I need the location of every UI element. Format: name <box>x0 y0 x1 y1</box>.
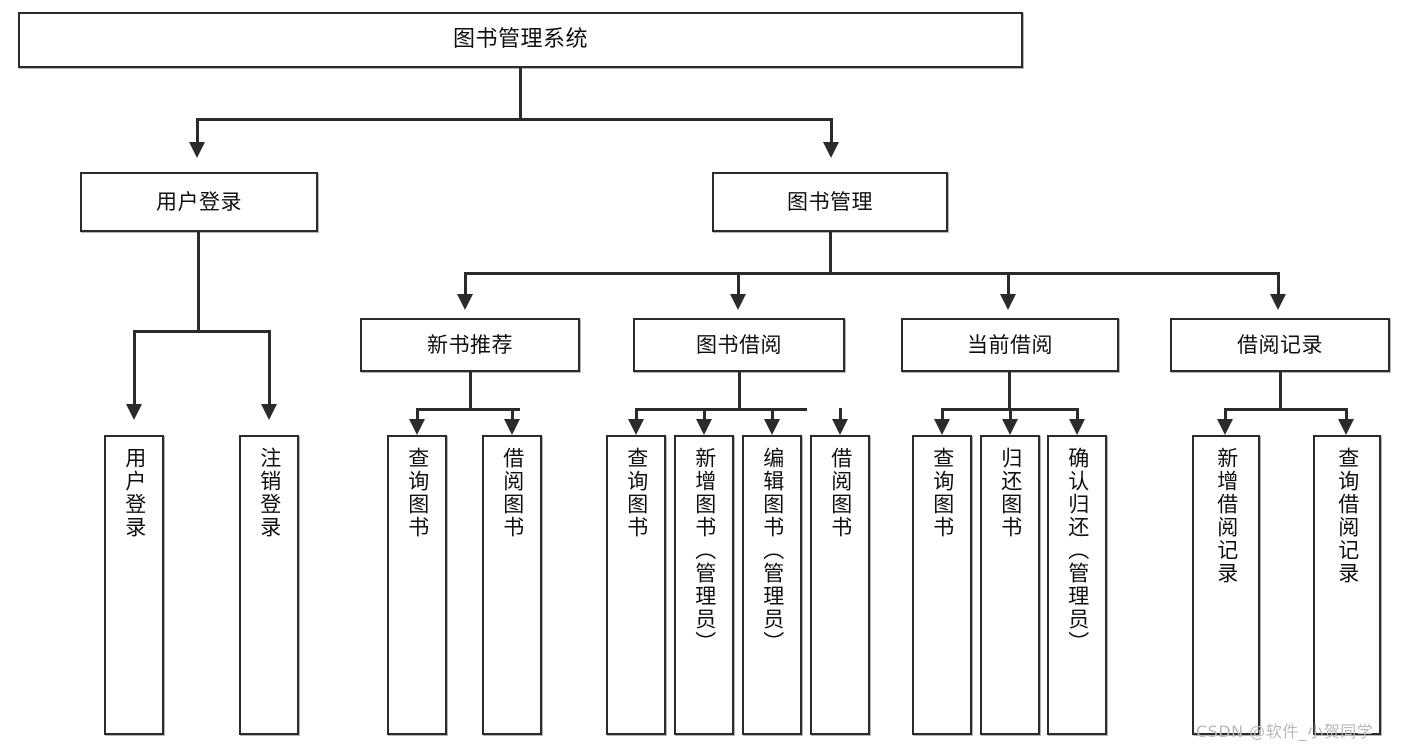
connector-bb-child-4 <box>839 408 842 422</box>
connector-nbr-child-2 <box>511 408 514 422</box>
arrowhead-leaf-add-book <box>696 419 712 435</box>
arrowhead-leaf-confirm-return <box>1069 419 1085 435</box>
arrowhead-leaf-query-book-3 <box>934 419 950 435</box>
connector-cb-child-3 <box>1076 408 1079 422</box>
leaf-add-book[interactable]: 新增图书（管理员） <box>674 435 734 735</box>
connector-current-borrow-trunk <box>1008 372 1011 410</box>
leaf-borrow-book-1[interactable]: 借阅图书 <box>482 435 542 735</box>
node-label: 当前借阅 <box>967 332 1053 357</box>
node-borrow-record[interactable]: 借阅记录 <box>1170 318 1390 372</box>
leaf-query-record[interactable]: 查询借阅记录 <box>1313 435 1381 735</box>
node-label: 查询图书 <box>930 447 955 539</box>
connector-book-manage-trunk <box>829 232 832 274</box>
connector-to-book-borrow <box>737 272 740 298</box>
connector-new-book-recommend-trunk <box>469 372 472 410</box>
arrowhead-leaf-add-record <box>1217 419 1233 435</box>
connector-new-book-recommend-bar <box>416 408 520 411</box>
arrowhead-leaf-query-book-2 <box>628 419 644 435</box>
connector-borrow-record-trunk <box>1279 372 1282 410</box>
node-label: 查询图书 <box>405 447 430 539</box>
node-label: 用户登录 <box>122 447 147 539</box>
arrowhead-current-borrow <box>1000 294 1016 310</box>
arrowhead-leaf-user-login <box>126 404 142 420</box>
connector-root-trunk <box>519 68 522 120</box>
leaf-return-book[interactable]: 归还图书 <box>980 435 1040 735</box>
node-book-borrow[interactable]: 图书借阅 <box>633 318 845 372</box>
leaf-query-book-2[interactable]: 查询图书 <box>606 435 666 735</box>
node-user-login[interactable]: 用户登录 <box>80 172 318 232</box>
arrowhead-leaf-edit-book <box>764 419 780 435</box>
node-label: 用户登录 <box>156 189 242 214</box>
connector-book-borrow-trunk <box>738 372 741 410</box>
connector-br-child-2 <box>1345 408 1348 422</box>
connector-book-borrow-bar <box>635 408 807 411</box>
node-label: 图书管理 <box>787 189 873 214</box>
node-label: 新书推荐 <box>427 332 513 357</box>
node-label: 注销登录 <box>257 447 282 539</box>
connector-user-login-child-2 <box>268 330 271 408</box>
node-book-manage[interactable]: 图书管理 <box>712 172 948 232</box>
node-label: 图书借阅 <box>696 332 782 357</box>
node-label: 编辑图书（管理员） <box>760 447 785 654</box>
node-label: 归还图书 <box>998 447 1023 539</box>
connector-to-borrow-record <box>1277 272 1280 298</box>
connector-to-current-borrow <box>1007 272 1010 298</box>
arrowhead-leaf-query-record <box>1338 419 1354 435</box>
arrowhead-leaf-borrow-book-2 <box>832 419 848 435</box>
connector-root-bar <box>196 118 833 121</box>
leaf-user-logout[interactable]: 注销登录 <box>239 435 299 735</box>
arrowhead-new-book-recommend <box>457 294 473 310</box>
connector-user-login-bar <box>133 330 270 333</box>
leaf-query-book-1[interactable]: 查询图书 <box>387 435 447 735</box>
arrowhead-borrow-record <box>1270 294 1286 310</box>
node-label: 查询图书 <box>624 447 649 539</box>
connector-root-to-user-login <box>196 118 199 146</box>
node-label: 查询借阅记录 <box>1335 447 1360 585</box>
connector-borrow-record-bar <box>1224 408 1348 411</box>
connector-nbr-child-1 <box>416 408 419 422</box>
node-label: 借阅图书 <box>828 447 853 539</box>
connector-bb-child-2 <box>703 408 706 422</box>
connector-to-new-book-recommend <box>464 272 467 298</box>
leaf-confirm-return[interactable]: 确认归还（管理员） <box>1047 435 1107 735</box>
node-label: 新增借阅记录 <box>1214 447 1239 585</box>
leaf-user-login[interactable]: 用户登录 <box>104 435 164 735</box>
node-root-system[interactable]: 图书管理系统 <box>18 12 1023 68</box>
arrowhead-user-login <box>189 142 205 158</box>
node-label: 借阅图书 <box>500 447 525 539</box>
arrowhead-book-borrow <box>730 294 746 310</box>
arrowhead-leaf-return-book <box>1002 419 1018 435</box>
arrowhead-leaf-borrow-book-1 <box>504 419 520 435</box>
node-label: 借阅记录 <box>1237 332 1323 357</box>
connector-cb-child-1 <box>941 408 944 422</box>
leaf-query-book-3[interactable]: 查询图书 <box>912 435 972 735</box>
leaf-edit-book[interactable]: 编辑图书（管理员） <box>742 435 802 735</box>
leaf-borrow-book-2[interactable]: 借阅图书 <box>810 435 870 735</box>
node-label: 图书管理系统 <box>452 26 588 52</box>
leaf-add-record[interactable]: 新增借阅记录 <box>1192 435 1260 735</box>
arrowhead-book-manage <box>823 142 839 158</box>
node-current-borrow[interactable]: 当前借阅 <box>901 318 1119 372</box>
connector-cb-child-2 <box>1009 408 1012 422</box>
node-new-book-recommend[interactable]: 新书推荐 <box>360 318 580 372</box>
connector-root-to-book-manage <box>830 118 833 146</box>
node-label: 新增图书（管理员） <box>692 447 717 654</box>
node-label: 确认归还（管理员） <box>1065 447 1090 654</box>
connector-user-login-trunk <box>197 232 200 332</box>
connector-book-manage-bar <box>464 272 1280 275</box>
arrowhead-leaf-user-logout <box>261 404 277 420</box>
connector-user-login-child-1 <box>133 330 136 408</box>
connector-bb-child-3 <box>771 408 774 422</box>
connector-br-child-1 <box>1224 408 1227 422</box>
arrowhead-leaf-query-book-1 <box>409 419 425 435</box>
connector-bb-child-1 <box>635 408 638 422</box>
